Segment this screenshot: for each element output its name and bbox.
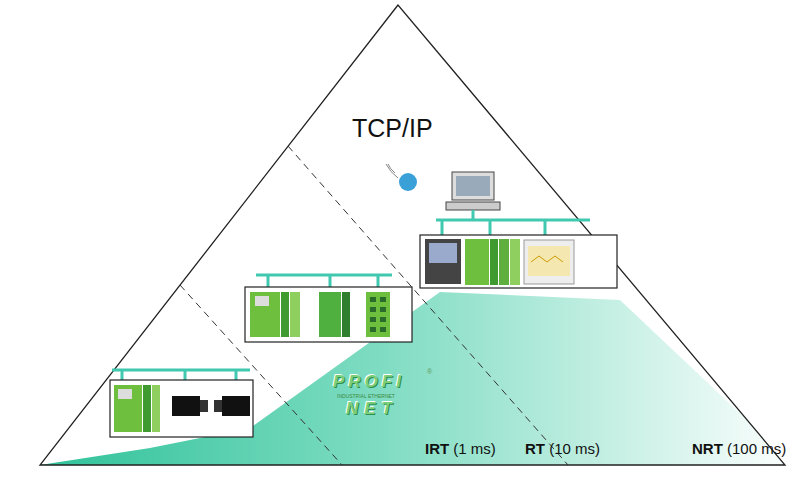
dashed-divider: [288, 146, 568, 465]
class-label: RT (10 ms): [525, 440, 600, 457]
protocol-title: TCP/IP: [352, 114, 433, 143]
nrt-devices: [386, 164, 617, 288]
class-label: IRT (1 ms): [425, 440, 496, 457]
class-label: NRT (100 ms): [692, 440, 786, 457]
rt-devices: [245, 275, 412, 342]
logo-text: NET: [346, 399, 398, 419]
pyramid-outline: [40, 5, 785, 465]
logo-mark: ®: [427, 368, 432, 375]
logo-text: PROFI: [333, 372, 405, 392]
irt-devices: [110, 370, 253, 437]
logo-subtitle: INDUSTRIAL ETHERNET: [337, 393, 395, 399]
